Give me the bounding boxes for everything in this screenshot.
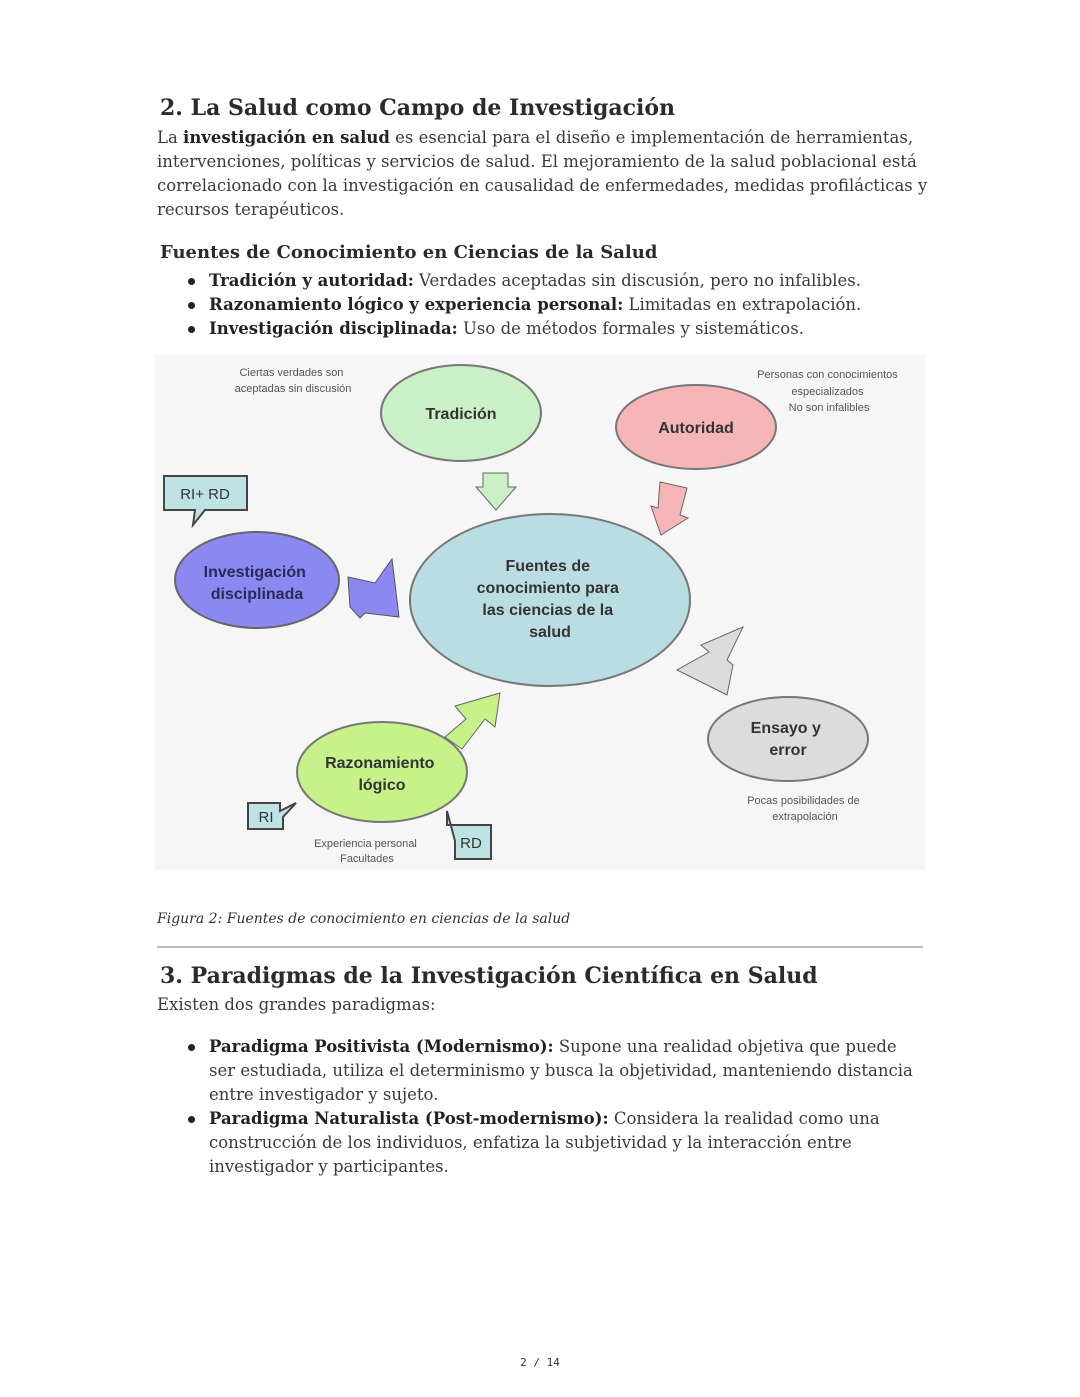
list-item: Tradición y autoridad: Verdades aceptada… — [185, 269, 861, 293]
label-line: Investigación — [204, 564, 306, 581]
bullet-icon — [188, 1116, 195, 1123]
note-line: extrapolación — [772, 811, 837, 823]
arrow-razonamiento-to-center — [444, 692, 501, 750]
bullet-icon — [188, 278, 195, 285]
ensayo-node — [707, 696, 869, 782]
tradicion-node — [380, 364, 542, 462]
label-line: lógico — [358, 777, 405, 794]
ensayo-note: Pocas posibilidades de extrapolación — [747, 795, 863, 823]
ri-rd-label: RI+ RD — [180, 486, 230, 503]
bullet-icon — [188, 302, 195, 309]
tradicion-note: Ciertas verdades son aceptadas sin discu… — [235, 367, 352, 395]
section-3-heading: 3. Paradigmas de la Investigación Cientí… — [160, 963, 818, 989]
ri-callout — [247, 802, 297, 830]
list-item-text: Uso de métodos formales y sistemáticos. — [457, 319, 804, 338]
investigacion-node — [174, 531, 340, 629]
note-line: Pocas posibilidades de — [747, 795, 860, 807]
center-node — [409, 513, 691, 687]
horizontal-divider — [157, 946, 923, 948]
note-line: Personas con conocimientos — [757, 369, 898, 381]
list-item-term: Investigación disciplinada: — [209, 319, 458, 338]
bullet-icon — [188, 1044, 195, 1051]
arrow-ensayo-to-center — [675, 626, 745, 696]
list-item: Paradigma Positivista (Modernismo): Supo… — [185, 1035, 915, 1107]
center-label-line: conocimiento para — [477, 580, 619, 597]
center-label-line: las ciencias de la — [482, 602, 613, 619]
label-line: error — [769, 742, 806, 759]
razonamiento-note: Experiencia personal Facultades — [314, 838, 420, 865]
center-label-line: salud — [529, 624, 571, 641]
list-item: Investigación disciplinada: Uso de métod… — [185, 317, 861, 341]
autoridad-node — [615, 384, 777, 470]
intro-bold-term: investigación en salud — [183, 128, 390, 147]
label-line: Ensayo y — [751, 720, 821, 737]
autoridad-label: Autoridad — [658, 420, 734, 437]
knowledge-sources-diagram: Fuentes de conocimiento para las ciencia… — [155, 355, 925, 870]
label-line: Razonamiento — [325, 755, 435, 772]
list-item-term: Razonamiento lógico y experiencia person… — [209, 295, 624, 314]
razonamiento-label: Razonamiento lógico — [325, 755, 439, 794]
paradigms-list: Paradigma Positivista (Modernismo): Supo… — [185, 1035, 915, 1179]
list-item-text: Supone una realidad objetiva que puede s… — [209, 1037, 913, 1104]
intro-prefix: La — [157, 128, 184, 147]
knowledge-sources-heading: Fuentes de Conocimiento en Ciencias de l… — [160, 242, 658, 263]
figure-caption: Figura 2: Fuentes de conocimiento en cie… — [157, 911, 571, 927]
list-item-term: Tradición y autoridad: — [209, 271, 414, 290]
razonamiento-node — [296, 721, 468, 823]
tradicion-label: Tradición — [425, 406, 496, 423]
investigacion-label: Investigación disciplinada — [204, 564, 311, 603]
ri-label: RI — [259, 809, 274, 826]
list-item-text: Considera la realidad como una construcc… — [209, 1109, 880, 1176]
section-2-heading: 2. La Salud como Campo de Investigación — [160, 95, 676, 121]
center-label-line: Fuentes de — [506, 558, 591, 575]
knowledge-sources-list: Tradición y autoridad: Verdades aceptada… — [185, 269, 861, 341]
ri-rd-callout — [163, 475, 248, 529]
note-line: No son infalibles — [789, 402, 870, 414]
arrow-investigacion-to-center — [347, 557, 400, 619]
list-item-text: Limitadas en extrapolación. — [623, 295, 862, 314]
list-item: Razonamiento lógico y experiencia person… — [185, 293, 861, 317]
note-line: Experiencia personal — [314, 838, 417, 850]
rd-label: RD — [460, 835, 482, 852]
center-node-label: Fuentes de conocimiento para las ciencia… — [477, 558, 624, 641]
ensayo-label: Ensayo y error — [751, 720, 826, 759]
note-line: Facultades — [340, 853, 394, 865]
arrow-autoridad-to-center — [650, 481, 690, 536]
list-item-term: Paradigma Positivista (Modernismo): — [209, 1037, 554, 1056]
autoridad-note: Personas con conocimientos especializado… — [757, 369, 901, 414]
bullet-icon — [188, 326, 195, 333]
list-item: Paradigma Naturalista (Post-modernismo):… — [185, 1107, 915, 1179]
arrow-tradicion-to-center — [474, 472, 518, 511]
intro-rest: es esencial para el diseño e implementac… — [157, 128, 928, 219]
list-item-term: Paradigma Naturalista (Post-modernismo): — [209, 1109, 609, 1128]
label-line: disciplinada — [211, 586, 304, 603]
rd-callout — [446, 810, 492, 860]
note-line: Ciertas verdades son — [239, 367, 343, 379]
note-line: aceptadas sin discusión — [235, 383, 352, 395]
note-line: especializados — [791, 386, 864, 398]
page-number: 2 / 14 — [520, 1356, 560, 1369]
section-2-intro: La investigación en salud es esencial pa… — [157, 126, 937, 222]
list-item-text: Verdades aceptadas sin discusión, pero n… — [413, 271, 862, 290]
section-3-intro: Existen dos grandes paradigmas: — [157, 995, 436, 1014]
